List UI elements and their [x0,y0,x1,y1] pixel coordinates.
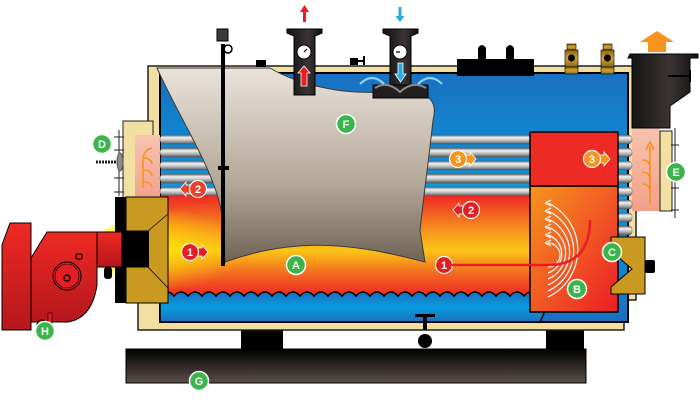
letter-labels: A B C D E F G H [34,113,687,392]
reversal-arrowhead [544,239,552,247]
manhole-studs [478,45,514,59]
reversal-arc [547,202,579,298]
label-letter: A [292,260,300,272]
label-letter: D [98,139,106,151]
pass-number: 3 [589,154,595,166]
flue-gas-arrow-icon [640,31,674,52]
level-gauge-rod [221,44,225,266]
steam-out-arrow-icon [300,5,309,22]
label-badge [665,161,687,183]
label-c: C [601,241,623,263]
steam-inner-arrow-icon [297,65,311,87]
reversal-arrowhead [544,207,552,215]
pass-number: 2 [468,205,474,217]
feedwater-inner-arrow-icon [394,62,407,83]
chimney-damper[interactable] [668,75,690,77]
manhole-cover [457,59,534,76]
reversal-arc [547,226,567,280]
pass-labels: 1 1 2 2 3 3 [179,149,611,275]
reversal-arrowhead [544,215,552,223]
reversal-arc [547,210,575,292]
pass-1-label: 1 [180,242,209,262]
label-badge [335,113,357,135]
reversal-arrowhead [544,199,552,207]
label-f: F [335,113,357,135]
safety-valve-2[interactable] [600,43,615,75]
pass-2-label: 2 [179,179,208,199]
feedwater-in-arrow-icon [395,7,405,22]
label-badge [91,133,113,155]
pass-3-label: 3 [448,149,477,169]
damper-handle[interactable] [689,70,691,82]
chimney [627,53,699,129]
reversal-arrowhead [544,231,552,239]
label-e: E [665,161,687,183]
label-g: G [188,370,210,392]
sight-glass[interactable] [645,260,655,273]
pass-badge [448,149,468,169]
label-badge [601,241,623,263]
reversal-flow-arcs [544,199,579,298]
label-badge [566,278,588,300]
pass-2-label: 2 [452,200,481,220]
safety-valve-1[interactable] [564,43,579,75]
level-gauge-head [216,28,229,42]
label-a: A [285,254,307,276]
reversal-arc [547,218,571,286]
fire-tube-stub [617,199,633,210]
pass-number: 2 [195,184,201,196]
rear-smoke-flow-icon [641,140,655,205]
reversal-arc [547,234,563,274]
label-h: H [34,320,56,342]
front-smoke-box [135,135,160,200]
pass-number: 3 [455,154,461,166]
pass-badge [461,200,481,220]
pass-badge [188,179,208,199]
label-badge [285,254,307,276]
label-letter: H [41,326,49,338]
front-smoke-flow-icon [142,147,153,189]
label-letter: C [608,247,616,259]
rear-smoke-box [632,126,660,211]
label-badge [34,320,56,342]
steam-space-cutaway [156,67,435,263]
steam-outlet-pipe [286,28,323,96]
reversal-arrowhead [544,223,552,231]
blowdown-valve[interactable] [415,314,435,348]
label-badge [188,370,210,392]
water-wave-line [159,291,553,323]
fire-tube-stub [617,225,633,236]
pass-badge [582,149,602,169]
label-d: D [91,133,113,155]
pass-1-label: 1 [434,255,454,275]
air-vent-valve[interactable] [350,56,365,65]
front-door-handle[interactable] [116,152,124,172]
pass-number: 1 [187,247,193,259]
label-letter: E [672,167,679,179]
level-gauge-clamp [218,166,229,170]
fire-tube-stub [617,186,633,197]
burner[interactable] [1,222,123,337]
top-nozzle-small [256,60,266,67]
label-letter: B [573,284,581,296]
level-gauge-handle[interactable] [223,44,233,54]
label-b: B [566,278,588,300]
circulation-waves-icon [359,76,443,85]
label-letter: G [195,376,204,388]
fire-tube-stub [617,212,633,223]
feedwater-inlet-pipe [372,28,429,99]
pass-badge [180,242,200,262]
pass-1-flow-line [452,219,592,267]
pass-3-label: 3 [582,149,611,169]
label-letter: F [343,119,350,131]
pass-number: 1 [441,260,447,272]
burner-throat [122,231,149,267]
